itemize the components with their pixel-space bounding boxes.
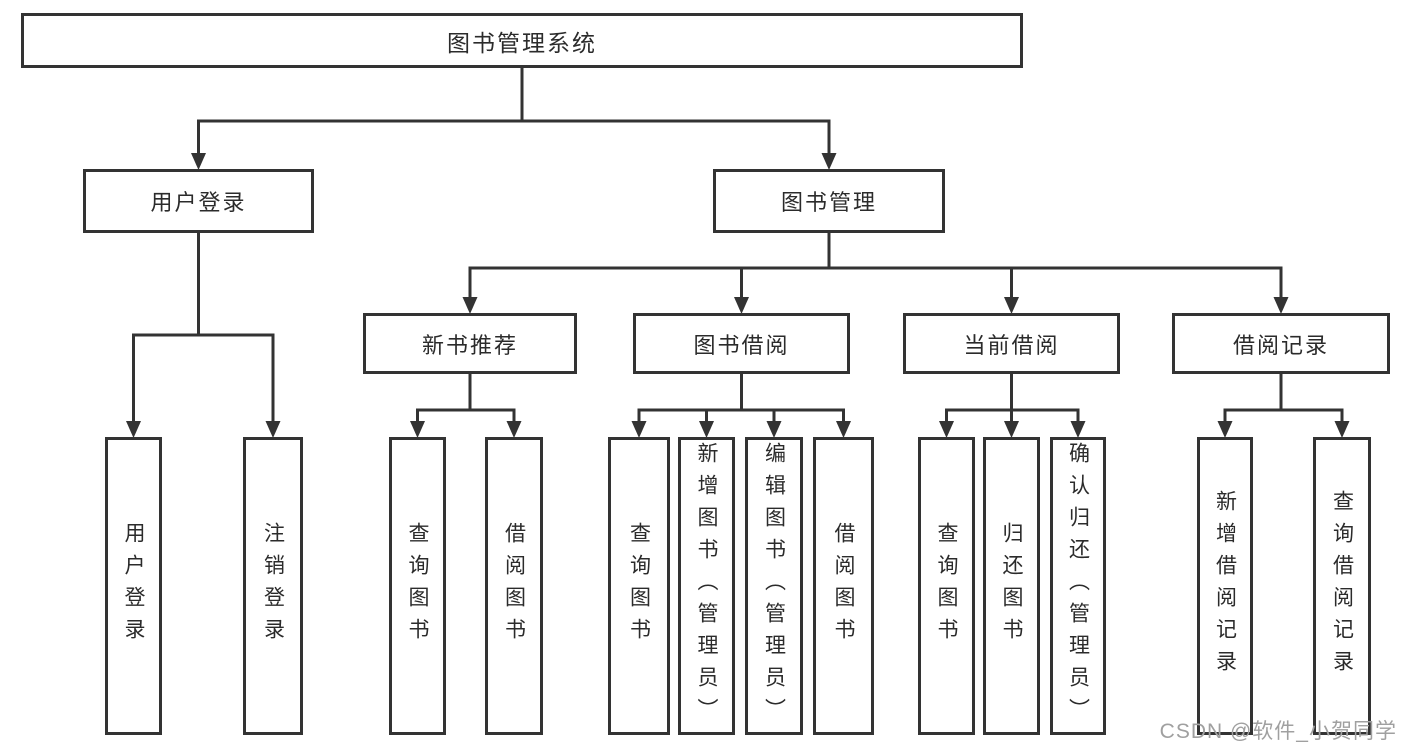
node-library-system: 图书管理系统 xyxy=(21,13,1023,68)
arrowhead-icon xyxy=(631,421,647,438)
arrowhead-icon xyxy=(766,421,782,438)
node-borrowing-records: 借阅记录 xyxy=(1172,313,1390,374)
arrowhead-icon xyxy=(699,421,714,438)
node-bb-edit-books: 编辑图书（管理员） xyxy=(745,437,803,735)
node-current-borrowing: 当前借阅 xyxy=(903,313,1120,374)
node-cb-confirm-return: 确认归还（管理员） xyxy=(1050,437,1106,735)
arrowhead-icon xyxy=(734,297,749,314)
node-logout: 注销登录 xyxy=(243,437,303,735)
node-cb-query-books: 查询图书 xyxy=(918,437,975,735)
node-bb-query-books: 查询图书 xyxy=(608,437,670,735)
arrowhead-icon xyxy=(462,297,478,314)
arrowhead-icon xyxy=(821,153,837,170)
node-new-book-recommend: 新书推荐 xyxy=(363,313,577,374)
node-user-login: 用户登录 xyxy=(83,169,314,233)
node-user-login-action: 用户登录 xyxy=(105,437,162,735)
arrowhead-icon xyxy=(1217,421,1233,438)
watermark: CSDN @软件_小贺同学 xyxy=(1159,720,1397,743)
arrowhead-icon xyxy=(1070,421,1086,438)
node-cb-return-books: 归还图书 xyxy=(983,437,1040,735)
arrowhead-icon xyxy=(836,421,851,438)
node-book-borrowing: 图书借阅 xyxy=(633,313,850,374)
arrowhead-icon xyxy=(265,421,281,438)
arrowhead-icon xyxy=(506,421,522,438)
node-nbr-borrow-books: 借阅图书 xyxy=(485,437,543,735)
arrowhead-icon xyxy=(1334,421,1350,438)
node-nbr-query-books: 查询图书 xyxy=(389,437,446,735)
arrowhead-icon xyxy=(1273,297,1289,314)
node-bb-borrow-books: 借阅图书 xyxy=(813,437,874,735)
arrowhead-icon xyxy=(1004,421,1019,438)
node-br-query-record: 查询借阅记录 xyxy=(1313,437,1371,735)
node-book-management: 图书管理 xyxy=(713,169,945,233)
arrowhead-icon xyxy=(1004,297,1019,314)
arrowhead-icon xyxy=(939,421,954,438)
arrowhead-icon xyxy=(410,421,425,438)
node-br-add-record: 新增借阅记录 xyxy=(1197,437,1253,735)
arrowhead-icon xyxy=(191,153,206,170)
node-bb-add-books: 新增图书（管理员） xyxy=(678,437,735,735)
arrowhead-icon xyxy=(126,421,141,438)
